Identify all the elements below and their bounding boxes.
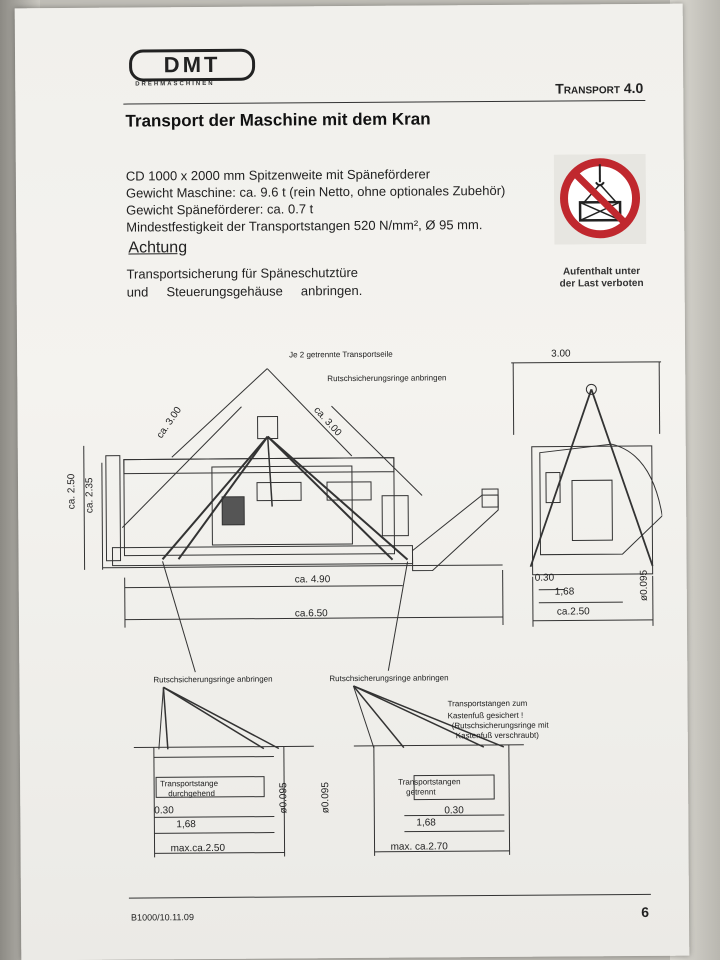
dim-left-095: ø0.095 [278, 782, 290, 814]
section-label: Transport 4.0 [555, 79, 644, 97]
dim-right-030: 0.30 [444, 805, 464, 817]
spec-line: Gewicht Maschine: ca. 9.6 t (rein Netto,… [125, 182, 506, 201]
header-rule [123, 99, 646, 105]
rods-sep-label2: getrennt [406, 787, 436, 797]
dim-side-168: 1,68 [554, 586, 575, 598]
dim-right-168: 1,68 [416, 817, 436, 829]
dim-side-250: ca.2.50 [556, 606, 590, 618]
page-title: Transport der Maschine mit dem Kran [125, 109, 431, 131]
no-standing-under-load-icon [553, 153, 647, 245]
rings-label-right: Rutschsicherungsringe anbringen [329, 673, 449, 684]
attention-note: Transportsicherung für Späneschutztüre u… [126, 264, 362, 302]
footer-rule [128, 893, 651, 899]
dim-top-300: 3.00 [551, 348, 571, 360]
page-number: 6 [641, 903, 650, 920]
dim-side-095: ø0.095 [638, 569, 650, 602]
dim-right-270: max. ca.2.70 [390, 841, 448, 853]
warning-line: Aufenthalt unter [562, 265, 641, 278]
secured-line4: Kastenfuß verschraubt) [455, 730, 539, 741]
warning-line: der Last verboten [559, 277, 644, 290]
ropes-label: Je 2 getrennte Transportseile [289, 349, 393, 360]
dim-left-168: 1,68 [176, 819, 196, 831]
dim-side-030: 0.30 [534, 572, 555, 584]
secured-line3: (Rutschsicherungsringe mit [451, 720, 549, 731]
document-page: DMT DREHMASCHINEN Transport 4.0 Transpor… [14, 3, 690, 960]
rod-through-label2: durchgehend [168, 788, 215, 799]
note-line: Transportsicherung für Späneschutztüre [126, 264, 359, 282]
dim-left-030: 0.30 [154, 805, 174, 817]
note-line: und Steuerungsgehäuse anbringen. [126, 282, 363, 300]
rod-through-label: Transportstange [160, 778, 219, 789]
dim-width-650: ca.6.50 [294, 608, 328, 620]
transport-drawing [83, 361, 663, 858]
rings-label-left: Rutschsicherungsringe anbringen [153, 674, 273, 685]
spec-line: Mindestfestigkeit der Transportstangen 5… [126, 217, 483, 235]
rods-sep-label: Transportstangen [398, 777, 461, 787]
dim-width-490: ca. 4.90 [294, 574, 331, 586]
dim-height-250: ca. 2.50 [66, 473, 78, 510]
logo-subtext: DREHMASCHINEN [135, 80, 215, 88]
warning-caption: Aufenthalt unter der Last verboten [547, 266, 657, 291]
spec-list: CD 1000 x 2000 mm Spitzenweite mit Späne… [126, 165, 506, 236]
dim-right-095: ø0.095 [320, 782, 332, 814]
dmt-logo: DMT DREHMASCHINEN [128, 48, 256, 88]
attention-heading: Achtung [128, 239, 188, 257]
secured-line1: Transportstangen zum [447, 698, 528, 709]
logo-text: DMT [128, 48, 256, 82]
dim-left-250: max.ca.2.50 [170, 842, 226, 855]
rings-label-top: Rutschsicherungsringe anbringen [327, 373, 447, 384]
dim-height-235: ca. 2.35 [84, 477, 96, 514]
document-id: B1000/10.11.09 [131, 912, 194, 923]
secured-line2: Kastenfuß gesichert ! [447, 710, 524, 721]
